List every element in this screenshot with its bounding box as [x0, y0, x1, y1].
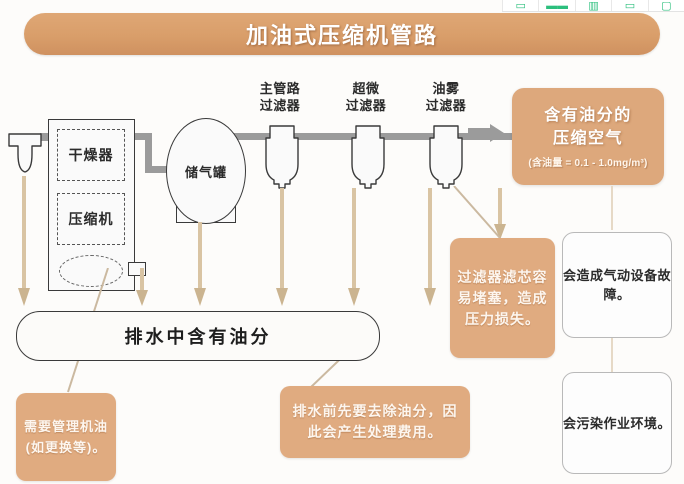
page-title: 加油式压缩机管路	[245, 23, 438, 48]
oil-separator	[59, 255, 123, 287]
drain-summary-text: 排水中含有油分	[124, 327, 272, 347]
toolbar-button-3[interactable]: ▥	[574, 0, 611, 11]
callout-filter-clog-text: 过滤器滤芯容易堵塞，造成压力损失。	[457, 268, 548, 327]
callout-drain-treatment: 排水前先要去除油分，因此会产生处理费用。	[280, 386, 470, 458]
drain-arrow-filter-1	[276, 188, 288, 306]
result-line-1: 含有油分的	[544, 107, 632, 124]
main-line-filter-label: 主管路 过滤器	[259, 81, 301, 113]
toolbar-button-4[interactable]: ▭	[611, 0, 647, 11]
compressor-label: 压缩机	[68, 211, 114, 227]
dashes-icon: ▬▬	[546, 2, 569, 11]
pipe-unit-out-v	[145, 133, 152, 173]
toolbar-button-5[interactable]: ▢	[647, 0, 684, 11]
ultra-fine-filter-label: 超微 过滤器	[345, 81, 387, 113]
air-tank: 储气罐	[166, 118, 246, 224]
callout-oil-management-text: 需要管理机油 (如更换等)。	[23, 419, 108, 455]
leader-result-to-failure	[611, 186, 613, 230]
compressor-module: 压缩机	[57, 193, 125, 245]
toolbar-button-2[interactable]: ▬▬	[538, 0, 574, 11]
chart-icon: ▥	[588, 2, 599, 11]
air-tank-label: 储气罐	[184, 164, 227, 180]
oil-mist-filter	[429, 125, 463, 189]
pipe-tank-out	[228, 133, 286, 140]
square-icon: ▢	[661, 2, 672, 11]
oil-mist-filter-label: 油雾 过滤器	[425, 81, 467, 113]
drain-arrow-filter-2	[348, 188, 360, 306]
callout-oil-management: 需要管理机油 (如更换等)。	[16, 393, 116, 481]
toolbar-button-1[interactable]: ▭	[502, 0, 538, 11]
drain-arrow-filter-3	[424, 188, 436, 306]
pipe-intake	[40, 133, 54, 141]
leader-filter-to-clog	[453, 186, 501, 239]
drain-arrow-tank	[194, 222, 206, 306]
toolbar-strip: ▭ ▬▬ ▥ ▭ ▢	[502, 0, 684, 12]
drain-arrow-intake	[18, 176, 30, 306]
pipe-main-line	[280, 133, 566, 140]
pipe-to-tank	[145, 166, 185, 173]
rectangle-outline-icon: ▭	[624, 2, 636, 11]
result-line-2: 压缩空气	[552, 130, 623, 147]
callout-drain-treatment-text: 排水前先要去除油分，因此会产生处理费用。	[292, 403, 458, 440]
callout-filter-clog: 过滤器滤芯容易堵塞，造成压力损失。	[450, 238, 555, 358]
diagram-title-banner: 加油式压缩机管路	[24, 13, 660, 55]
main-line-filter	[265, 125, 299, 189]
leader-failure-to-pollution	[611, 338, 613, 372]
drain-arrow-to-clog-callout	[494, 188, 506, 240]
ultra-fine-filter	[351, 125, 385, 189]
drain-arrow-compressor	[136, 268, 148, 306]
pipe-unit-out-h1	[128, 133, 152, 140]
result-oil-content: (含油量 = 0.1 - 1.0mg/m³)	[528, 158, 648, 169]
callout-environment-pollution-text: 会污染作业环境。	[563, 415, 672, 431]
callout-equipment-failure: 会造成气动设备故障。	[562, 232, 672, 338]
result-box: 含有油分的 压缩空气 (含油量 = 0.1 - 1.0mg/m³)	[512, 88, 664, 185]
rectangle-icon: ▭	[515, 2, 526, 11]
callout-equipment-failure-text: 会造成气动设备故障。	[563, 268, 672, 302]
intake-filter	[8, 133, 42, 173]
dryer-label: 干燥器	[68, 147, 114, 163]
dryer-module: 干燥器	[57, 129, 125, 181]
callout-environment-pollution: 会污染作业环境。	[562, 372, 672, 474]
drain-summary-bar: 排水中含有油分	[16, 311, 380, 361]
pipe-arrowhead	[468, 124, 504, 142]
